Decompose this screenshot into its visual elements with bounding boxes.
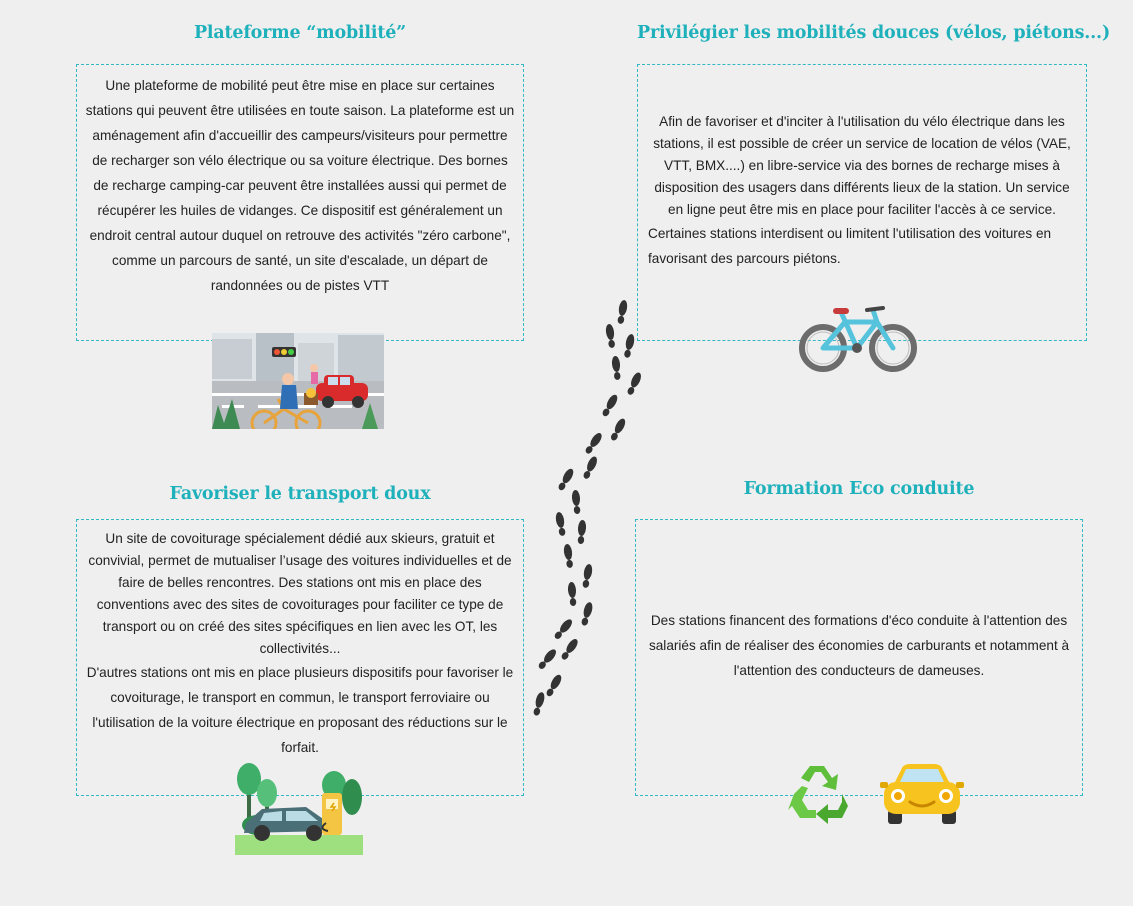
douces-text-1: Afin de favoriser et d'inciter à l'utili… bbox=[653, 114, 1071, 217]
street-scene-illustration bbox=[212, 333, 384, 429]
douces-box: Afin de favoriser et d'inciter à l'utili… bbox=[637, 64, 1087, 341]
douces-text-2: Certaines stations interdisent ou limite… bbox=[648, 226, 1052, 266]
recycle-icon bbox=[786, 760, 852, 824]
formation-title: Formation Eco conduite bbox=[743, 479, 975, 499]
plateforme-text: Une plateforme de mobilité peut être mis… bbox=[85, 78, 515, 293]
transport-title: Favoriser le transport doux bbox=[169, 484, 431, 504]
formation-box: Des stations financent des formations d'… bbox=[635, 519, 1083, 796]
formation-text: Des stations financent des formations d'… bbox=[648, 613, 1070, 678]
plateforme-title: Plateforme “mobilité” bbox=[193, 23, 407, 43]
electric-car-charging-illustration bbox=[234, 763, 364, 855]
yellow-car-icon bbox=[880, 760, 964, 826]
footprints-path bbox=[520, 290, 660, 730]
bicycle-icon bbox=[795, 300, 921, 376]
transport-text-1: Un site de covoiturage spécialement dédi… bbox=[88, 531, 512, 656]
transport-box: Un site de covoiturage spécialement dédi… bbox=[76, 519, 524, 796]
plateforme-box: Une plateforme de mobilité peut être mis… bbox=[76, 64, 524, 341]
transport-text-2: D'autres stations ont mis en place plusi… bbox=[86, 665, 514, 755]
douces-title: Privilégier les mobilités douces (vélos,… bbox=[637, 23, 1111, 43]
